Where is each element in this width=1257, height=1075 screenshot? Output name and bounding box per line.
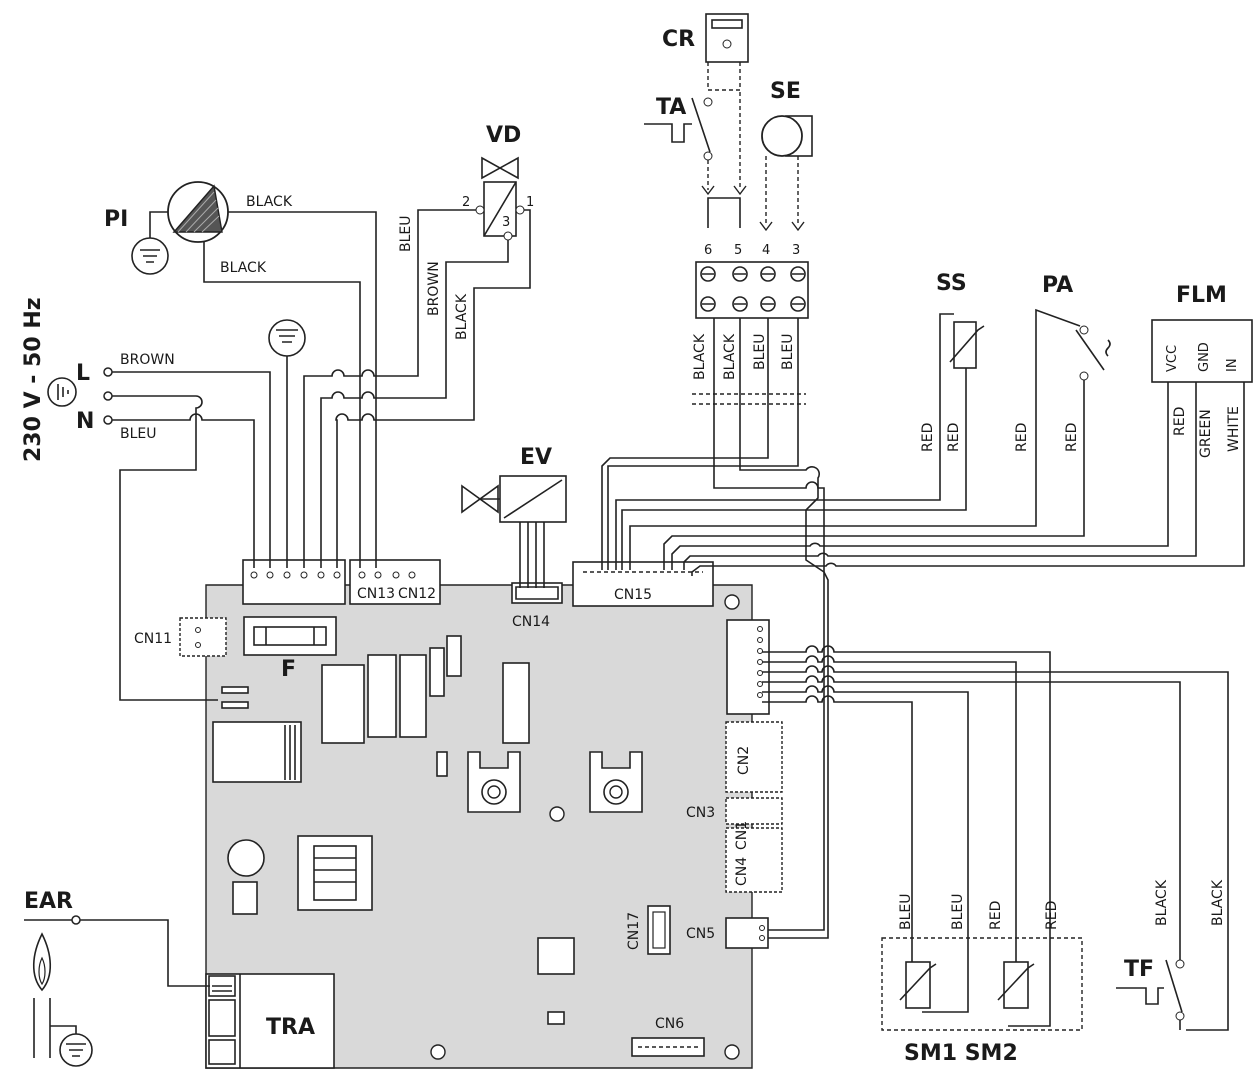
pump-pi: PI BLACK BLACK bbox=[104, 181, 293, 276]
ignition-electrode-ear: EAR bbox=[24, 889, 210, 1067]
cn2-label: CN2 bbox=[736, 746, 752, 775]
wire-sm1-bleu-2: BLEU bbox=[950, 894, 966, 931]
ear-label: EAR bbox=[24, 889, 73, 914]
cn6-label: CN6 bbox=[655, 1016, 684, 1032]
flow-meter-flm: FLM VCC GND IN RED GREEN WHITE bbox=[1151, 283, 1253, 458]
fuse-label: F bbox=[281, 657, 296, 682]
potentiometer-left bbox=[467, 751, 521, 813]
vd-terminal-1: 1 bbox=[526, 195, 534, 210]
wire-pa-red-2: RED bbox=[1064, 423, 1080, 452]
connector-cn3: CN3 bbox=[686, 797, 783, 825]
cn3-label: CN3 bbox=[686, 805, 715, 821]
pi-label: PI bbox=[104, 207, 128, 232]
wire-ss-red-2: RED bbox=[946, 423, 962, 452]
wire-sm2-red-2: RED bbox=[1044, 901, 1060, 930]
neutral-label: N bbox=[76, 409, 94, 434]
wire-t3-bleu: BLEU bbox=[780, 334, 796, 371]
cn14-label: CN14 bbox=[512, 614, 550, 630]
tf-label: TF bbox=[1124, 957, 1154, 982]
power-supply: 230 V - 50 Hz L N BROWN BLEU bbox=[21, 297, 175, 462]
wire-ss-red-1: RED bbox=[920, 423, 936, 452]
terminal-6: 6 bbox=[704, 243, 712, 258]
cn13-label: CN13 bbox=[357, 586, 395, 602]
connector-cn17: CN17 bbox=[626, 905, 671, 955]
pa-label: PA bbox=[1042, 273, 1073, 298]
power-supply-label: 230 V - 50 Hz bbox=[21, 297, 46, 462]
tra-label: TRA bbox=[266, 1015, 315, 1040]
safety-thermostat-tf: TF BLACK BLACK bbox=[1116, 879, 1226, 1021]
ground-icon-ear bbox=[59, 1033, 93, 1067]
wire-flm-red: RED bbox=[1172, 407, 1188, 436]
line-label: L bbox=[76, 361, 90, 386]
connector-cn6: CN6 bbox=[631, 1016, 705, 1057]
terminal-4: 4 bbox=[762, 243, 770, 258]
flm-label: FLM bbox=[1176, 283, 1227, 308]
cn1-label: CN1 bbox=[734, 821, 750, 850]
gas-valve-ev: EV bbox=[461, 445, 567, 588]
connector-right-main bbox=[726, 619, 770, 715]
wire-n-bleu: BLEU bbox=[120, 426, 157, 442]
terminal-3: 3 bbox=[792, 243, 800, 258]
flm-pin-in: IN bbox=[1225, 358, 1240, 372]
vd-terminal-2: 2 bbox=[462, 195, 470, 210]
wire-pi-black-2: BLACK bbox=[220, 260, 267, 276]
flm-pin-gnd: GND bbox=[1197, 342, 1212, 372]
connector-cn11: CN11 bbox=[134, 617, 227, 657]
wire-t5-black: BLACK bbox=[722, 333, 738, 380]
vd-terminal-3: 3 bbox=[502, 215, 510, 230]
sensors-sm1-sm2: BLEU BLEU RED RED SM1 SM2 bbox=[881, 894, 1083, 1066]
main-board bbox=[205, 584, 753, 1069]
sm-label: SM1 SM2 bbox=[904, 1041, 1018, 1066]
outdoor-sensor-se: SE bbox=[761, 79, 813, 157]
flm-pin-vcc: VCC bbox=[1165, 345, 1180, 372]
wire-sm2-red-1: RED bbox=[988, 901, 1004, 930]
wire-vd-brown: BROWN bbox=[426, 261, 442, 316]
power-terminal-block bbox=[242, 559, 346, 605]
pressure-switch-pa: PA RED RED bbox=[1014, 273, 1111, 452]
wire-pa-red-1: RED bbox=[1014, 423, 1030, 452]
connector-cn15: CN15 bbox=[572, 561, 714, 607]
connector-cn4-cn1: CN4 CN1 bbox=[725, 821, 783, 893]
cn5-label: CN5 bbox=[686, 926, 715, 942]
wire-flm-green: GREEN bbox=[1198, 409, 1214, 458]
valve-vd: VD 2 3 1 BLEU BROWN BLACK bbox=[398, 123, 534, 340]
safety-sensor-ss: SS RED RED bbox=[920, 271, 985, 452]
se-label: SE bbox=[770, 79, 801, 104]
wire-pi-black-1: BLACK bbox=[246, 194, 293, 210]
vd-label: VD bbox=[486, 123, 521, 148]
ev-label: EV bbox=[520, 445, 552, 470]
wire-vd-black: BLACK bbox=[454, 293, 470, 340]
ground-icon bbox=[268, 319, 306, 568]
wire-sm1-bleu-1: BLEU bbox=[898, 894, 914, 931]
wire-t6-black: BLACK bbox=[692, 333, 708, 380]
room-controller-cr: CR bbox=[662, 13, 749, 63]
wire-flm-white: WHITE bbox=[1226, 406, 1242, 452]
terminal-strip: 6 5 4 3 BLACK BLACK BLEU BLEU bbox=[692, 243, 809, 380]
cn11-label: CN11 bbox=[134, 631, 172, 647]
connector-cn2: CN2 bbox=[725, 721, 783, 793]
wire-vd-bleu: BLEU bbox=[398, 216, 414, 253]
fuse: F bbox=[243, 616, 337, 682]
wire-t4-bleu: BLEU bbox=[752, 334, 768, 371]
cn4-label: CN4 bbox=[734, 857, 750, 886]
flame-icon bbox=[32, 932, 52, 992]
wire-tf-black-1: BLACK bbox=[1154, 879, 1170, 926]
cn17-label: CN17 bbox=[626, 912, 642, 950]
wire-l-brown: BROWN bbox=[120, 352, 175, 368]
cn15-label: CN15 bbox=[614, 587, 652, 603]
room-thermostat-ta: TA bbox=[644, 95, 713, 161]
potentiometer-right bbox=[589, 751, 643, 813]
ta-label: TA bbox=[656, 95, 686, 120]
terminal-5: 5 bbox=[734, 243, 742, 258]
cn12-label: CN12 bbox=[398, 586, 436, 602]
wire-tf-black-2: BLACK bbox=[1210, 879, 1226, 926]
cr-label: CR bbox=[662, 27, 695, 52]
connector-cn13-cn12: CN13 CN12 bbox=[349, 559, 441, 605]
ss-label: SS bbox=[936, 271, 967, 296]
connector-cn5: CN5 bbox=[686, 917, 769, 949]
